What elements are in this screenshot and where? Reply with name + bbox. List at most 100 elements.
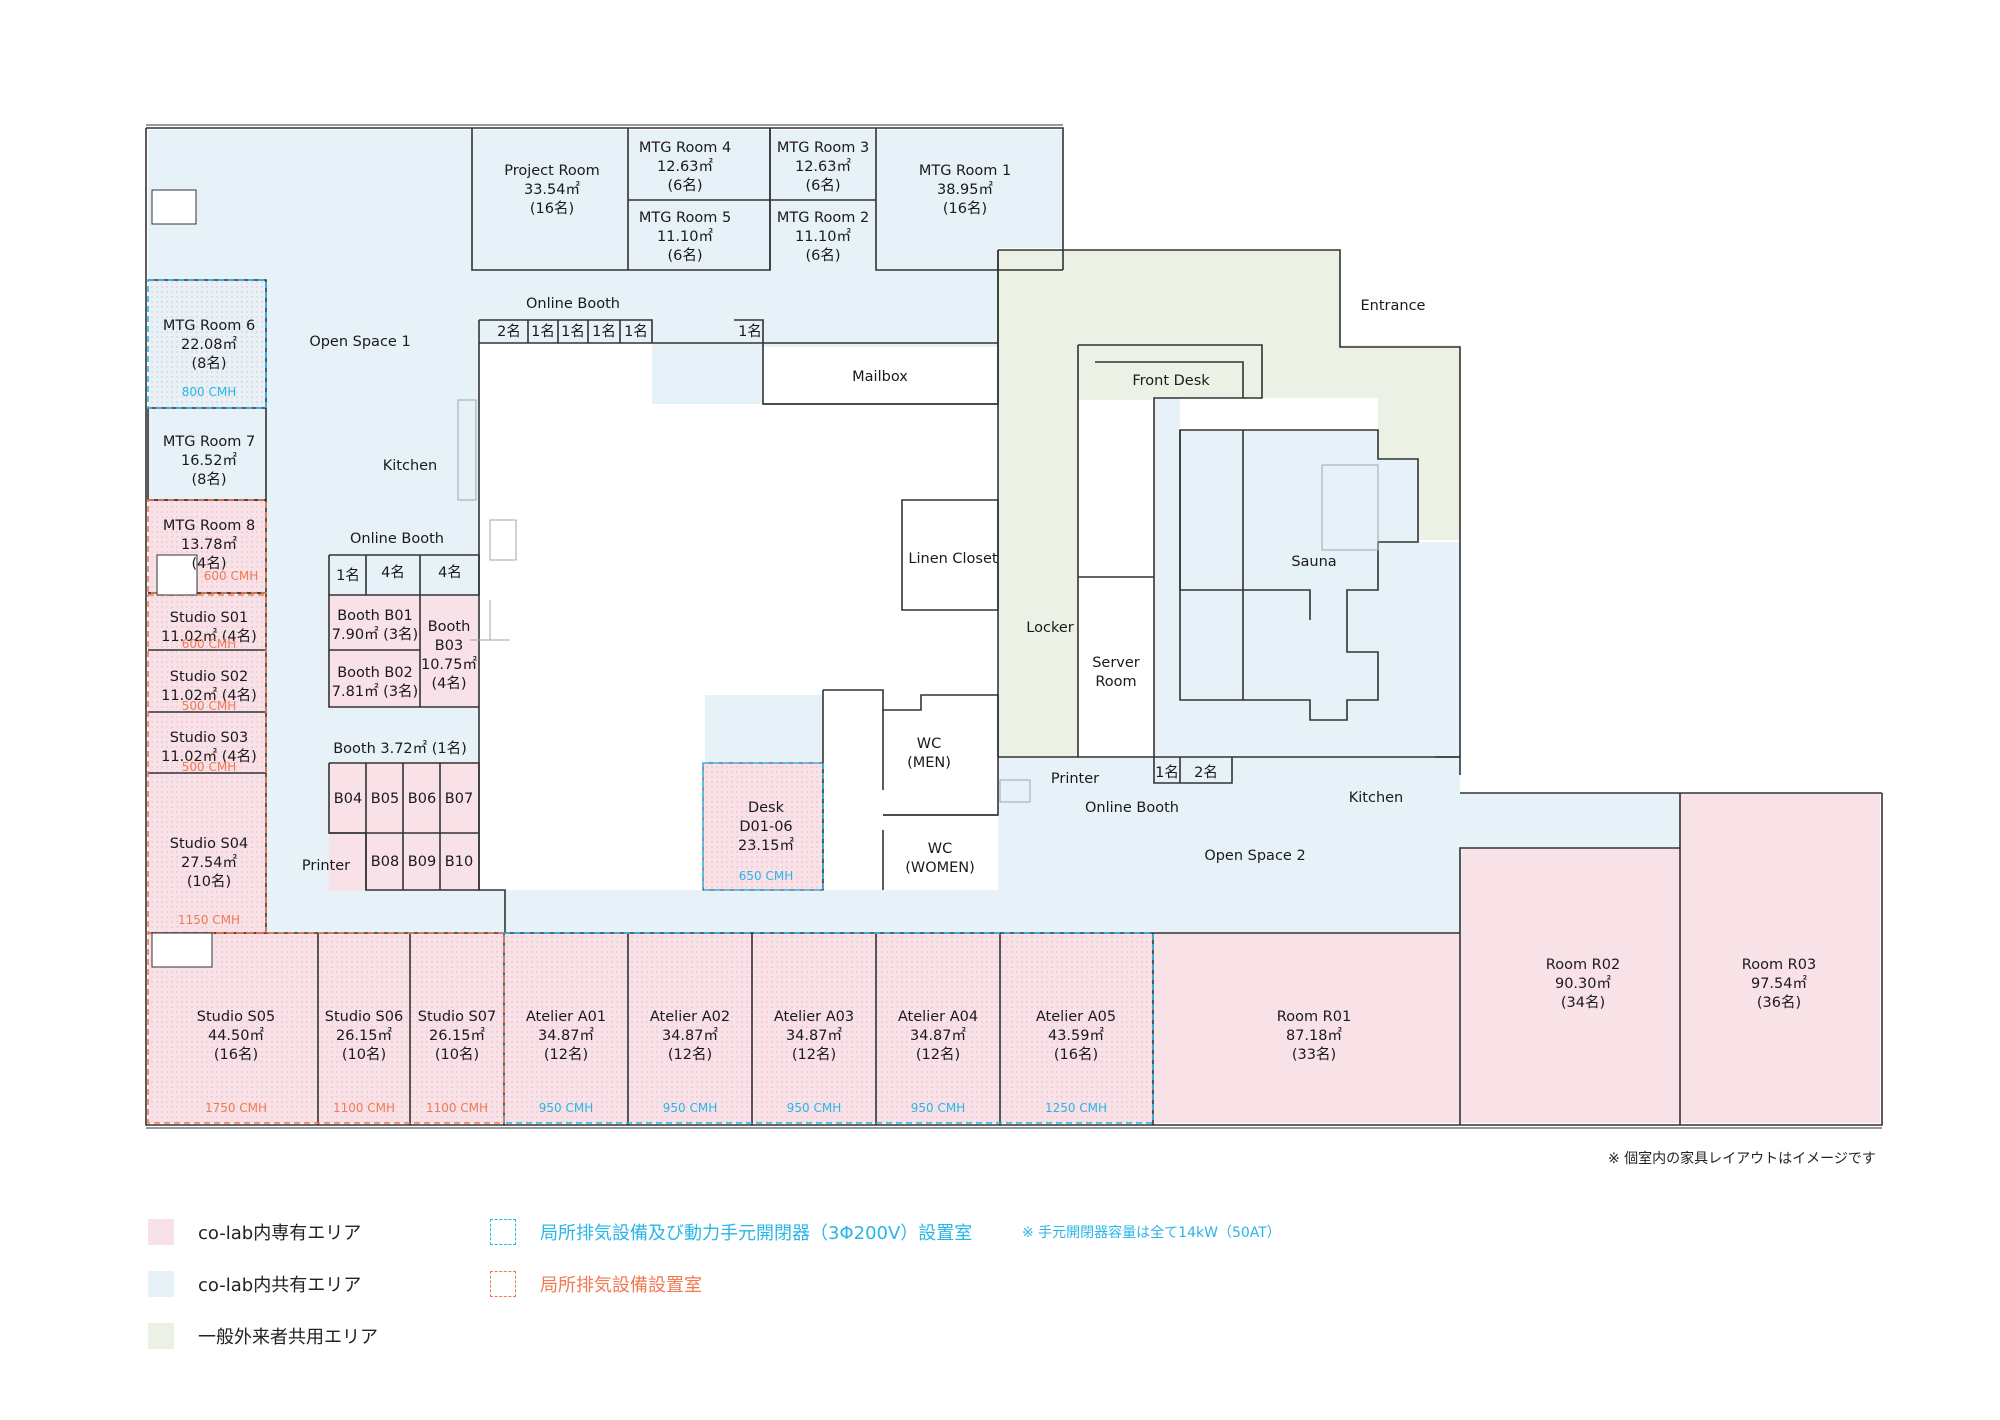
- booth-b03-label-line-3: 10.75㎡: [421, 656, 478, 673]
- cmh-desk: 650 CMH: [739, 869, 793, 883]
- atelier-a02-label-line-3: (12名): [668, 1046, 712, 1063]
- cap-4-left-b: 4名: [438, 564, 462, 581]
- atelier-a02-label-line-2: 34.87㎡: [662, 1027, 719, 1044]
- printer-east-label: Printer: [1051, 771, 1099, 787]
- cap-2-top: 2名: [497, 323, 521, 340]
- mtg-room-3-label-line-3: (6名): [805, 177, 840, 194]
- legend-swatch-blue-dash: [490, 1219, 516, 1245]
- atelier-a03-label-line-1: Atelier A03: [774, 1009, 854, 1025]
- wc-men-label-line-2: (MEN): [907, 755, 951, 771]
- mtg-room-8-label-line-1: MTG Room 8: [163, 518, 255, 534]
- booth-b04-label: B04: [334, 791, 362, 807]
- mtg-room-1-label-line-3: (16名): [943, 200, 987, 217]
- legend-blue-vent: 局所排気設備及び動力手元開閉器（3Φ200V）設置室: [490, 1219, 972, 1245]
- online-booth-left-label: Online Booth: [350, 531, 444, 547]
- studio-s05-label-line-2: 44.50㎡: [208, 1027, 265, 1044]
- room-r01-label-line-1: Room R01: [1277, 1009, 1351, 1025]
- cmh-mtg8: 600 CMH: [204, 569, 258, 583]
- online-booth-top-label: Online Booth: [526, 296, 620, 312]
- cmh-mtg6: 800 CMH: [182, 385, 236, 399]
- mtg-room-4-label-line-1: MTG Room 4: [639, 140, 731, 156]
- vent-texture: [148, 280, 1153, 1123]
- cap-1-top-b: 1名: [561, 323, 585, 340]
- mtg-room-5-label-line-1: MTG Room 5: [639, 210, 731, 226]
- locker-label: Locker: [1026, 620, 1073, 636]
- legend-swatch-red-dash: [490, 1271, 516, 1297]
- mtg-room-6-label-line-1: MTG Room 6: [163, 318, 255, 334]
- legend-label-red-vent: 局所排気設備設置室: [540, 1275, 702, 1296]
- room-r03-label-line-1: Room R03: [1742, 957, 1816, 973]
- atelier-a01-label-line-1: Atelier A01: [526, 1009, 606, 1025]
- room-r01-label-line-2: 87.18㎡: [1286, 1027, 1343, 1044]
- mtg-room-2-label-line-1: MTG Room 2: [777, 210, 869, 226]
- desk-d01-06-label-line-3: 23.15㎡: [738, 837, 795, 854]
- booth-b07-label: B07: [445, 791, 473, 807]
- cmh-s04: 1150 CMH: [178, 913, 240, 927]
- atelier-a02-label-line-1: Atelier A02: [650, 1009, 730, 1025]
- booth-b01-label-line-2: 7.90㎡ (3名): [332, 626, 418, 643]
- atelier-a05-label-line-2: 43.59㎡: [1048, 1027, 1105, 1044]
- cmh-s06: 1100 CMH: [333, 1101, 395, 1115]
- room-r01-label-line-3: (33名): [1292, 1046, 1336, 1063]
- cmh-a02: 950 CMH: [663, 1101, 717, 1115]
- online-booth-right-label: Online Booth: [1085, 800, 1179, 816]
- cmh-s02: 500 CMH: [182, 699, 236, 713]
- cmh-s01: 600 CMH: [182, 637, 236, 651]
- mtg-room-4-label-line-3: (6名): [667, 177, 702, 194]
- server-room-label-line-2: Room: [1095, 674, 1136, 690]
- kitchen-west-label: Kitchen: [383, 458, 438, 474]
- atelier-a04-label-line-1: Atelier A04: [898, 1009, 978, 1025]
- booth-b01-label-line-1: Booth B01: [337, 608, 413, 624]
- cap-4-left-a: 4名: [381, 564, 405, 581]
- booth-b02-label-line-2: 7.81㎡ (3名): [332, 683, 418, 700]
- atelier-a01-label-line-2: 34.87㎡: [538, 1027, 595, 1044]
- studio-s06-label-line-1: Studio S06: [325, 1009, 403, 1025]
- studio-s06-label-line-2: 26.15㎡: [336, 1027, 393, 1044]
- mtg-room-6-label-line-2: 22.08㎡: [181, 336, 238, 353]
- cap-2-right: 2名: [1194, 764, 1218, 781]
- cmh-s07: 1100 CMH: [426, 1101, 488, 1115]
- printer-west-label: Printer: [302, 858, 350, 874]
- studio-s01-label-line-1: Studio S01: [170, 610, 248, 626]
- mtg-room-6-label-line-3: (8名): [191, 355, 226, 372]
- mtg-room-8-label-line-2: 13.78㎡: [181, 536, 238, 553]
- mtg-room-8-label-line-3: (4名): [191, 555, 226, 572]
- legend-label-private: co-lab内専有エリア: [198, 1223, 362, 1244]
- project-room-label-line-2: 33.54㎡: [524, 181, 581, 198]
- front-desk-fill: [1095, 362, 1243, 398]
- cap-1-top-c: 1名: [592, 323, 616, 340]
- booth-b08-label: B08: [371, 854, 399, 870]
- shared-area-west: [148, 130, 1063, 933]
- mtg-room-7-label-line-3: (8名): [191, 471, 226, 488]
- open-space-2-label: Open Space 2: [1204, 848, 1305, 864]
- studio-s03-label-line-1: Studio S03: [170, 730, 248, 746]
- cmh-s03: 500 CMH: [182, 760, 236, 774]
- cmh-a03: 950 CMH: [787, 1101, 841, 1115]
- cap-1-top-e: 1名: [738, 323, 762, 340]
- mtg-room-3-label-line-1: MTG Room 3: [777, 140, 869, 156]
- cap-1-left: 1名: [336, 567, 360, 584]
- furniture-note: ※ 個室内の家具レイアウトはイメージです: [1608, 1151, 1876, 1167]
- entrance-label: Entrance: [1361, 298, 1426, 314]
- mtg-room-5-label-line-2: 11.10㎡: [657, 228, 714, 245]
- booth-b05-label: B05: [371, 791, 399, 807]
- legend-swatch-private: [148, 1219, 174, 1245]
- wc-women-label-line-2: (WOMEN): [905, 860, 975, 876]
- project-room-label-line-1: Project Room: [504, 163, 600, 179]
- cmh-a04: 950 CMH: [911, 1101, 965, 1115]
- legend-shared: co-lab内共有エリア: [148, 1271, 361, 1297]
- booth-b03-label-line-1: Booth: [428, 619, 471, 635]
- desk-d01-06-label-line-2: D01-06: [739, 819, 792, 835]
- room-r03-label-line-3: (36名): [1757, 994, 1801, 1011]
- studio-s02-label-line-1: Studio S02: [170, 669, 248, 685]
- mtg-room-1-label-line-2: 38.95㎡: [937, 181, 994, 198]
- studio-s05-label-line-1: Studio S05: [197, 1009, 275, 1025]
- wc-women-label-line-1: WC: [928, 841, 952, 857]
- room-r02-label-line-3: (34名): [1561, 994, 1605, 1011]
- legend-label-shared: co-lab内共有エリア: [198, 1275, 362, 1296]
- mtg-room-5-label-line-3: (6名): [667, 247, 702, 264]
- atelier-a05-label-line-1: Atelier A05: [1036, 1009, 1116, 1025]
- kitchen-east-label: Kitchen: [1349, 790, 1404, 806]
- cmh-s05: 1750 CMH: [205, 1101, 267, 1115]
